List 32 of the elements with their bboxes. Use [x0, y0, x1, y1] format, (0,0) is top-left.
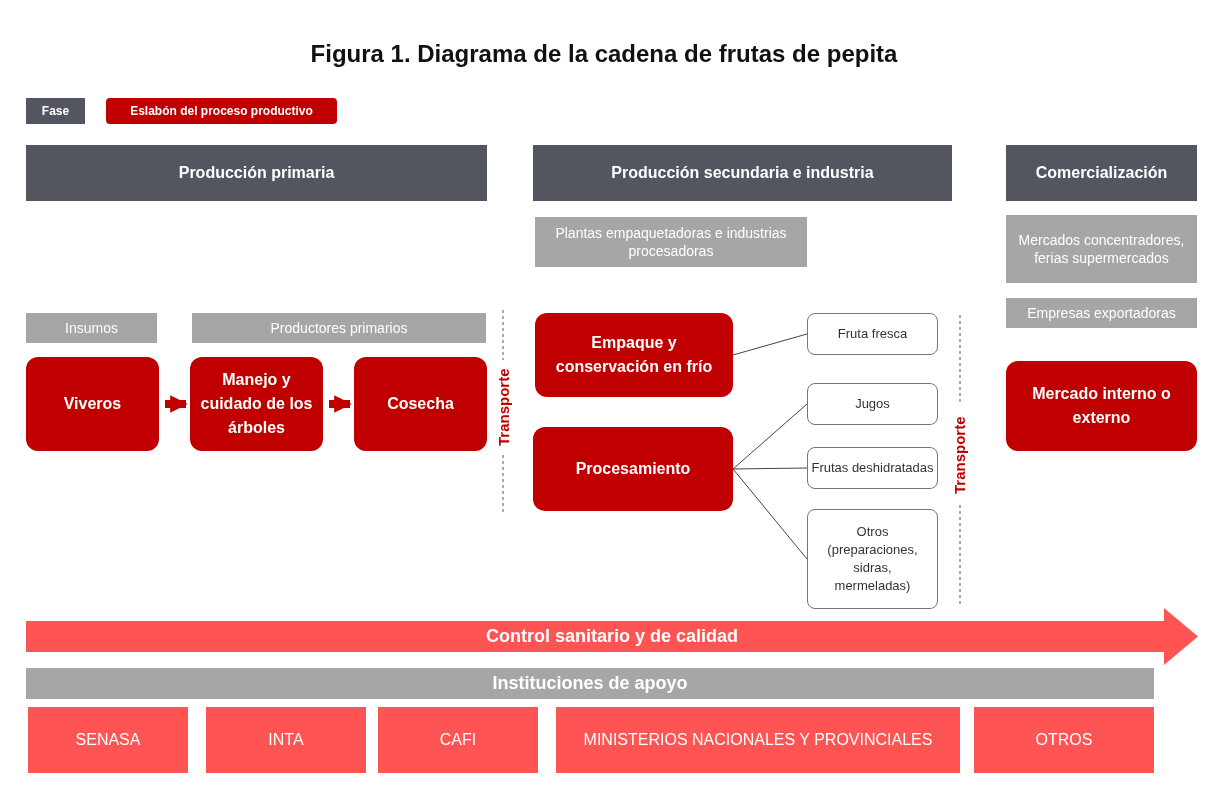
process-box: Viveros — [26, 357, 159, 451]
actor-box: Empresas exportadoras — [1006, 298, 1197, 328]
institution-box: CAFI — [378, 707, 538, 773]
institution-box: MINISTERIOS NACIONALES Y PROVINCIALES — [556, 707, 960, 773]
institution-box: SENASA — [28, 707, 188, 773]
connector-line — [732, 403, 808, 470]
product-box: Fruta fresca — [807, 313, 938, 355]
actor-box: Plantas empaquetadoras e industrias procesadoras — [535, 217, 807, 267]
institution-box: OTROS — [974, 707, 1154, 773]
product-box: Frutas deshidratadas — [807, 447, 938, 489]
section-band: Instituciones de apoyo — [26, 668, 1154, 699]
connector-line — [732, 467, 808, 470]
actor-box: Mercados concentradores, ferias supermercados — [1006, 215, 1197, 283]
quality-control-banner: Control sanitario y de calidad — [26, 608, 1198, 665]
process-box: Mercado interno o externo — [1006, 361, 1197, 451]
product-box: Jugos — [807, 383, 938, 425]
process-box: Procesamiento — [533, 427, 733, 511]
legend-key: Fase — [26, 98, 85, 124]
actor-box: Productores primarios — [192, 313, 486, 343]
institution-box: INTA — [206, 707, 366, 773]
legend-key: Eslabón del proceso productivo — [106, 98, 337, 124]
process-box: Empaque y conservación en frío — [535, 313, 733, 397]
connector-line — [732, 468, 808, 560]
process-box: Cosecha — [354, 357, 487, 451]
actor-box: Insumos — [26, 313, 157, 343]
process-box: Manejo y cuidado de los árboles — [190, 357, 323, 451]
phase-header: Producción secundaria e industria — [533, 145, 952, 201]
phase-header: Comercialización — [1006, 145, 1197, 201]
phase-header: Producción primaria — [26, 145, 487, 201]
product-box: Otros (preparaciones, sidras, mermeladas) — [807, 509, 938, 609]
figure-title: Figura 1. Diagrama de la cadena de frutas de pepita — [309, 40, 899, 68]
connector-line — [732, 333, 808, 356]
